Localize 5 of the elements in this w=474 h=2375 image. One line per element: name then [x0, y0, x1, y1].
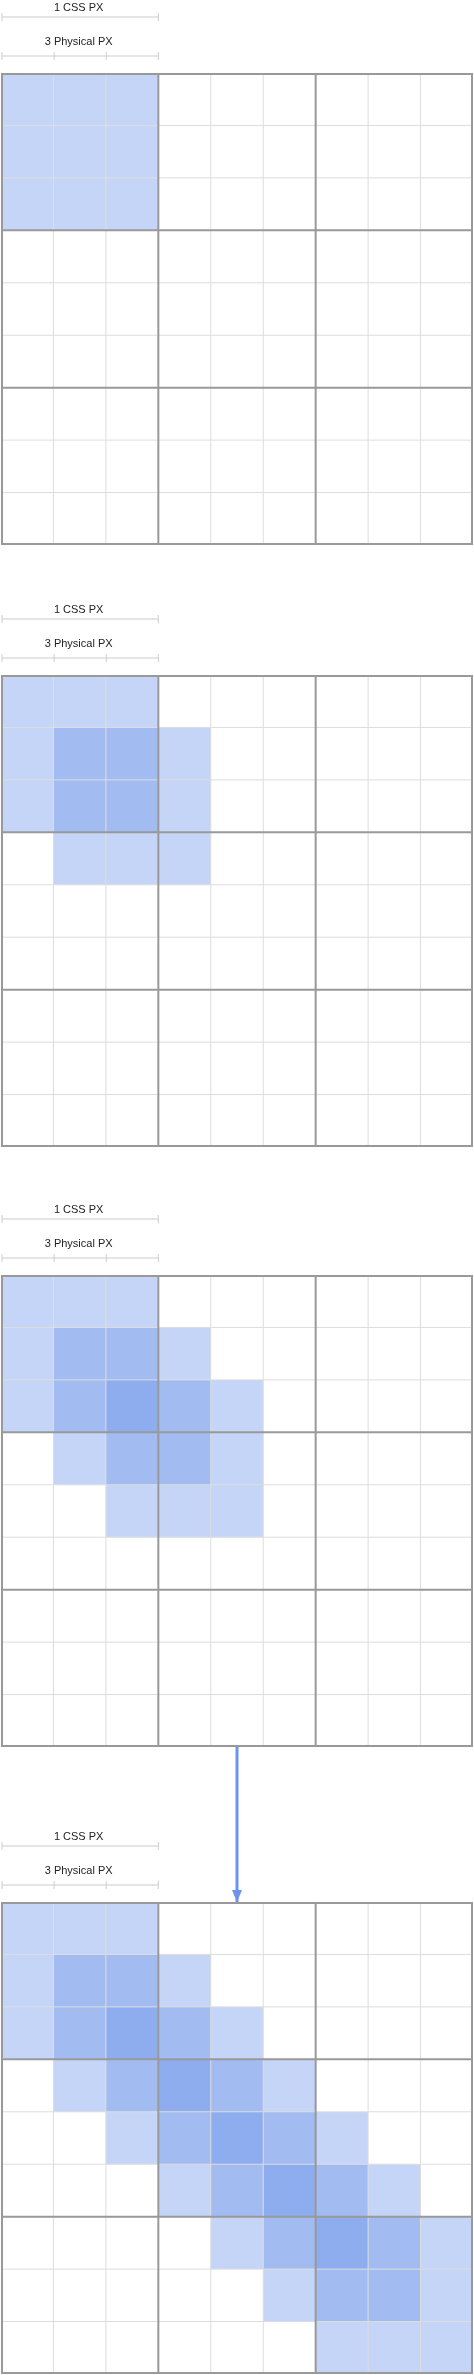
dimension-label: 1 CSS PX [53, 603, 104, 615]
dimension-label: 1 CSS PX [53, 1, 104, 13]
dimension-label: 1 CSS PX [53, 1203, 104, 1215]
arrow [232, 1747, 242, 1902]
dimension-label: 1 CSS PX [53, 1830, 104, 1842]
